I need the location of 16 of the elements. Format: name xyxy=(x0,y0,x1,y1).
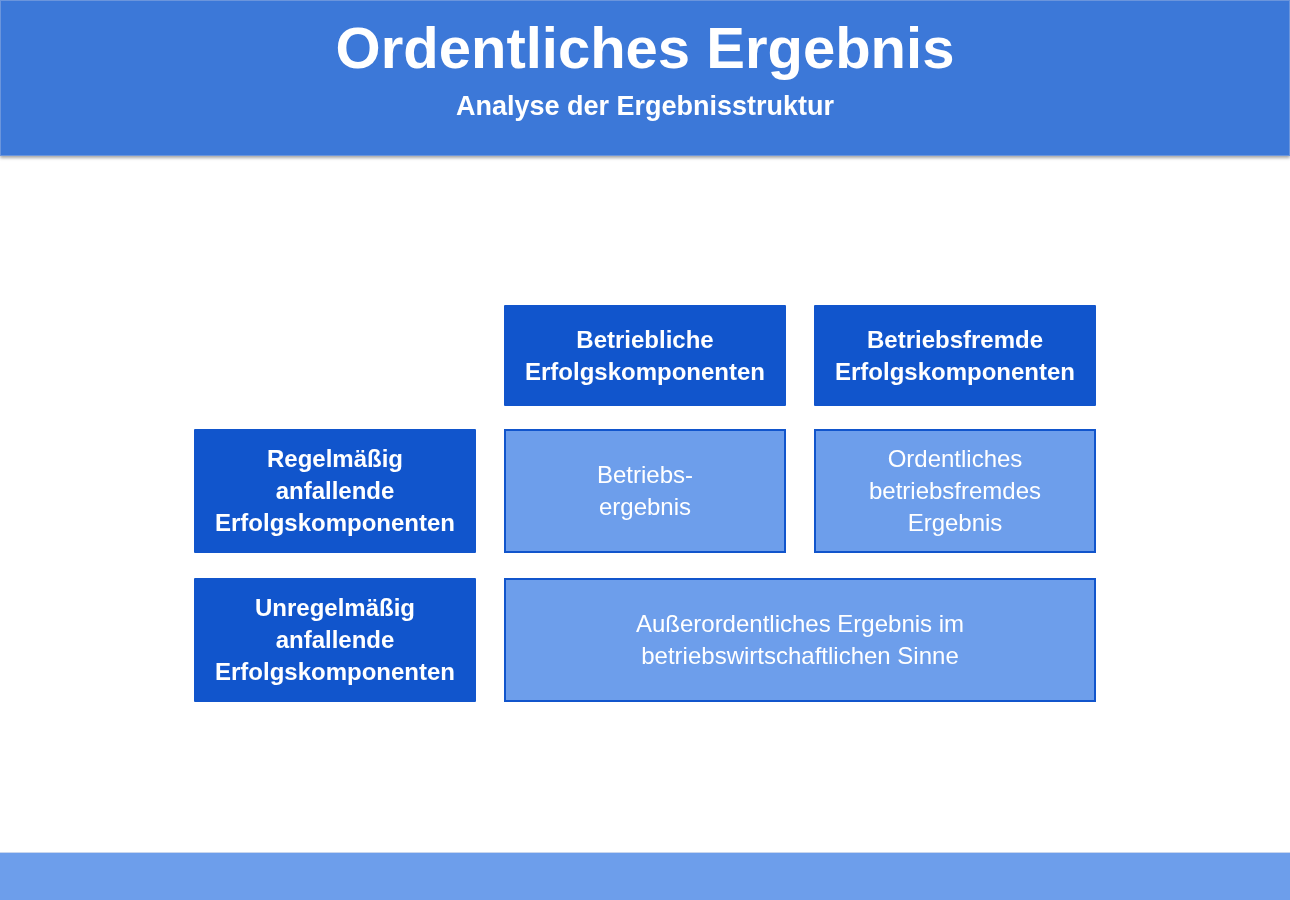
subtitle: Analyse der Ergebnisstruktur xyxy=(455,90,835,122)
box-label: Betriebsfremde Erfolgskomponenten xyxy=(834,324,1076,387)
box-label: Außerordentliches Ergebnis im betriebswirtschaftlichen Sinne xyxy=(634,609,966,671)
category-box xyxy=(504,305,786,406)
box-label: Betriebliche Erfolgskomponenten xyxy=(524,324,766,387)
category-box xyxy=(814,305,1096,406)
title: Ordentliches Ergebnis xyxy=(335,15,955,81)
box-label: Ordentliches betriebsfremdes Ergebnis xyxy=(867,444,1043,538)
box-label: Unregelmäßig anfallende Erfolgskomponenten xyxy=(214,593,456,687)
result-box xyxy=(504,429,786,553)
category-box xyxy=(194,578,476,702)
result-box xyxy=(504,578,1096,702)
category-box xyxy=(194,429,476,553)
box-label: Betriebs- ergebnis xyxy=(595,460,694,522)
result-box xyxy=(814,429,1096,553)
box-label: Regelmäßig anfallende Erfolgskomponenten xyxy=(214,444,456,538)
